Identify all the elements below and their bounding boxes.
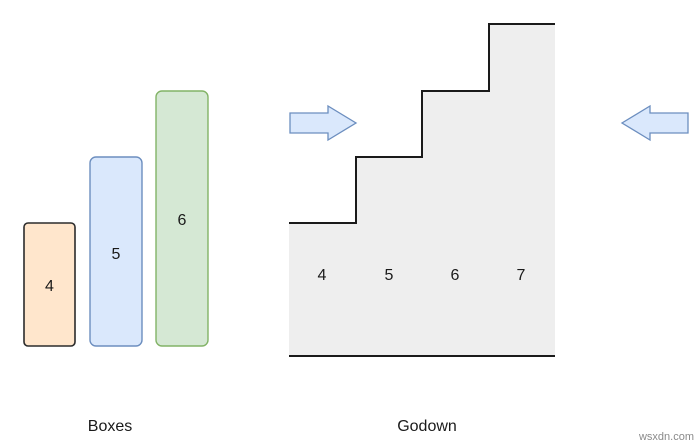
watermark: wsxdn.com <box>638 431 694 443</box>
box-5 <box>89 156 143 347</box>
box-4-label: 4 <box>45 278 54 295</box>
box-4 <box>23 222 76 347</box>
godown-slot-6: 6 <box>451 267 460 284</box>
box-5-label: 5 <box>112 246 121 263</box>
box-6-label: 6 <box>178 212 187 229</box>
godown-caption: Godown <box>397 418 457 435</box>
godown-staircase-outline <box>289 23 555 224</box>
godown-slot-7: 7 <box>517 267 526 284</box>
godown-group: 4 5 6 7 <box>289 23 555 357</box>
godown-fill <box>289 24 555 356</box>
arrow-left-icon <box>620 104 689 142</box>
godown-slot-5: 5 <box>385 267 394 284</box>
arrow-right-icon <box>289 104 358 142</box>
boxes-caption: Boxes <box>88 418 132 435</box>
box-6 <box>155 90 209 347</box>
godown-slot-4: 4 <box>318 267 327 284</box>
boxes-group: 4 5 6 <box>23 90 209 347</box>
